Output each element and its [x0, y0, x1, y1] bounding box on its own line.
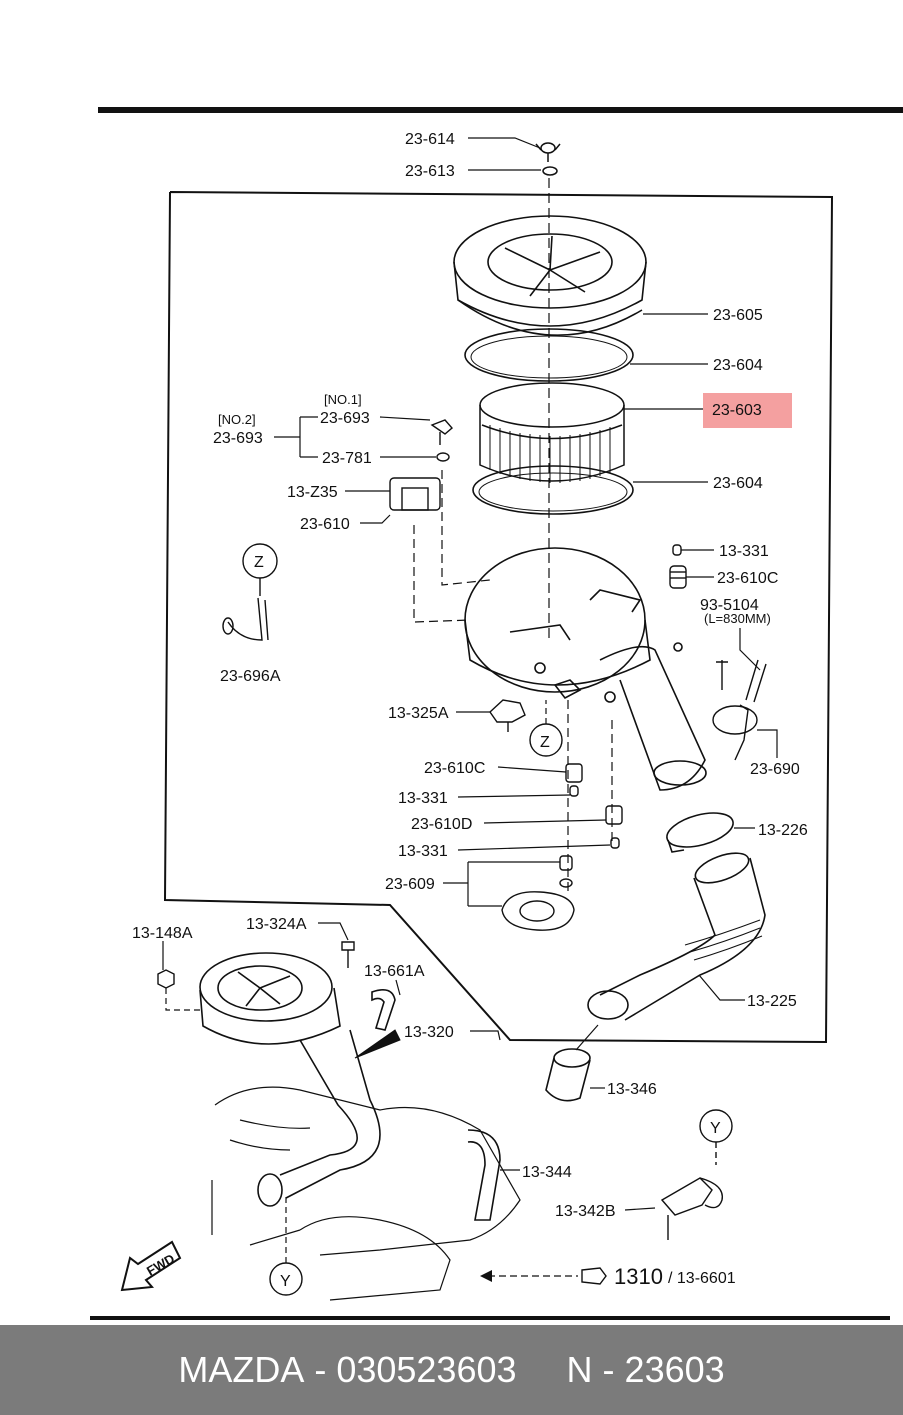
hose-23-696a: [222, 543, 278, 641]
label-23-693-no1: 23-693: [320, 410, 370, 427]
bolt-13-324a: [341, 941, 355, 968]
sealing-ring-upper-inner: [470, 335, 628, 379]
lower-air-cleaner: [199, 952, 341, 1045]
label-13-331-low: 13-331: [398, 843, 448, 860]
label-13-225: 13-225: [747, 993, 797, 1010]
footer-part-number: 030523603: [336, 1349, 517, 1390]
footer-separator-1: -: [304, 1349, 337, 1390]
label-13-6601: / 13-6601: [668, 1270, 736, 1287]
bracket-dashed-leader: [413, 525, 471, 623]
label-23-610d: 23-610D: [411, 816, 472, 833]
label-13-342b: 13-342B: [555, 1203, 616, 1220]
valve-23-690: [712, 660, 758, 761]
washer: [542, 166, 558, 176]
wing-nut: [535, 142, 561, 162]
label-13-320: 13-320: [404, 1024, 454, 1041]
label-23-614: 23-614: [405, 131, 455, 148]
clip-23-693: [430, 419, 453, 445]
label-23-605: 23-605: [713, 307, 763, 324]
leader-lines: [162, 137, 778, 1211]
label-23-610c-right: 23-610C: [717, 570, 778, 587]
grommet-23-781: [436, 452, 450, 462]
sealing-ring-lower: [472, 465, 634, 515]
footer-n-number: 23603: [624, 1349, 725, 1390]
sealing-ring-upper: [464, 328, 634, 382]
bracket-13-z35: [389, 477, 441, 511]
hose-13-346-leader: [575, 1024, 599, 1051]
label-23-693-no2: 23-693: [213, 430, 263, 447]
hose-13-661a: [371, 989, 396, 1031]
label-13-325a: 13-325A: [388, 705, 449, 722]
grommet-23-610c: [669, 565, 687, 589]
label-23-604-lower: 23-604: [713, 475, 763, 492]
air-cleaner-cover: [453, 215, 647, 336]
part-number-footer: MAZDA - 030523603 N - 23603: [0, 1325, 903, 1415]
label-13-344: 13-344: [522, 1164, 572, 1181]
label-z-mid: Z: [540, 734, 550, 751]
grommet-stack: [501, 763, 623, 931]
label-13-324a: 13-324A: [246, 916, 307, 933]
footer-n-prefix: N: [566, 1349, 593, 1390]
label-z-top: Z: [254, 554, 264, 571]
label-23-609: 23-609: [385, 876, 435, 893]
highlight-23-603: [703, 393, 792, 428]
label-1310: 1310: [614, 1264, 663, 1289]
fwd-arrow: FWD: [120, 1240, 182, 1292]
label-no2: [NO.2]: [218, 412, 256, 427]
nut-13-148a: [157, 969, 175, 989]
footer-brand: MAZDA: [178, 1349, 305, 1390]
lower-intake-pipe: [257, 1029, 381, 1207]
assembly-outline: [163, 191, 834, 1044]
label-23-604-upper: 23-604: [713, 357, 763, 374]
label-23-690: 23-690: [750, 761, 800, 778]
hose-13-346: [545, 1048, 591, 1102]
label-y-right: Y: [710, 1120, 721, 1137]
label-y-bottom: Y: [280, 1273, 291, 1290]
label-23-603: 23-603: [712, 402, 762, 419]
hose-13-344: [467, 1129, 501, 1221]
label-13-346: 13-346: [607, 1081, 657, 1098]
label-13-z35: 13-Z35: [287, 484, 338, 501]
cap-13-331: [672, 544, 682, 556]
label-23-613: 23-613: [405, 163, 455, 180]
footer-separator-2: -: [592, 1349, 625, 1390]
bracket-dashed-leader-2: [441, 470, 491, 586]
label-23-610: 23-610: [300, 516, 350, 533]
label-13-331-mid: 13-331: [398, 790, 448, 807]
label-23-610c-left: 23-610C: [424, 760, 485, 777]
label-23-696a: 23-696A: [220, 668, 281, 685]
air-filter-element: [479, 382, 625, 483]
nut-13-148a-leader: [165, 988, 200, 1011]
label-length: (L=830MM): [704, 611, 771, 626]
plug-1310: [581, 1267, 607, 1285]
label-93-5104: 93-5104: [700, 597, 759, 614]
sealing-ring-lower-inner: [478, 472, 628, 512]
assembly-pointer-arrow: [354, 1029, 401, 1059]
footer-gap: [517, 1349, 567, 1391]
duct-13-225: [587, 852, 766, 1021]
clamp-13-226: [666, 812, 734, 853]
label-13-226: 13-226: [758, 822, 808, 839]
sensor-13-325a: [489, 699, 526, 732]
arrow-1310-head: [480, 1270, 492, 1282]
label-23-781: 23-781: [322, 450, 372, 467]
exploded-parts-diagram: FWD 23-614 23-613 23: [90, 107, 903, 1320]
engine-outline: [211, 1086, 521, 1301]
label-13-661a: 13-661A: [364, 963, 425, 980]
bracket-13-342b: [660, 1109, 733, 1240]
label-no1: [NO.1]: [324, 392, 362, 407]
label-13-148a: 13-148A: [132, 925, 193, 942]
label-13-331-top: 13-331: [719, 543, 769, 560]
